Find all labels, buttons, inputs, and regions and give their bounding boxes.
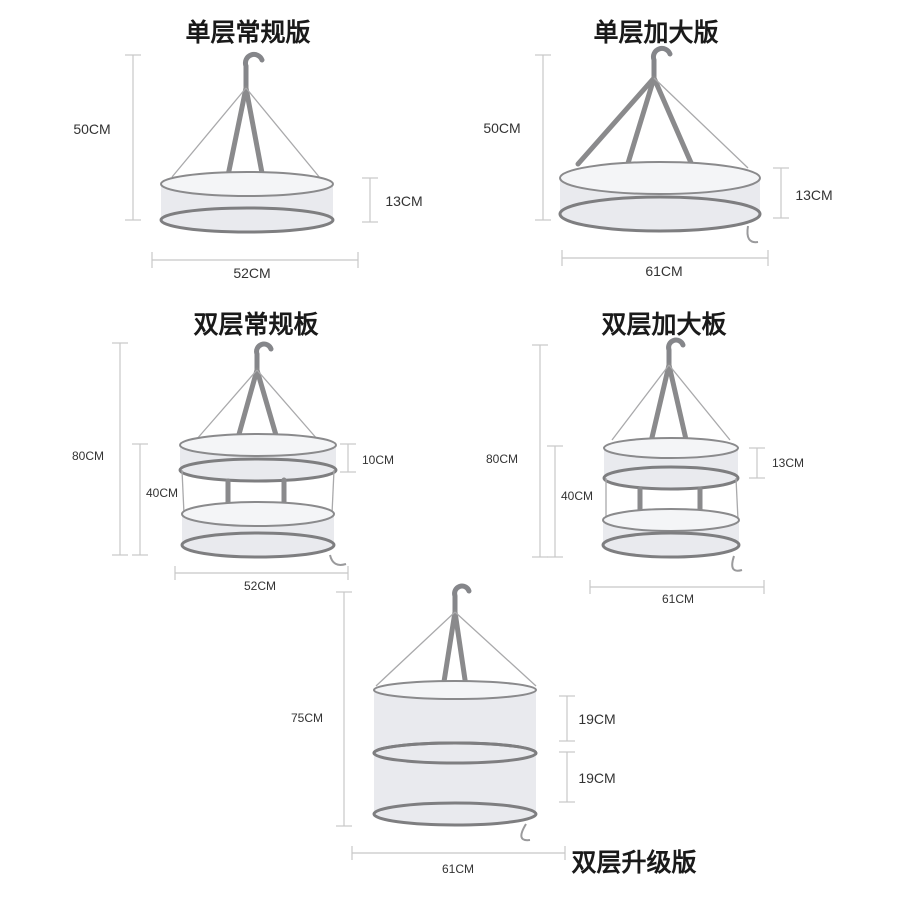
product-single-large: 单层加大版 50CM 13CM 61CM <box>483 18 832 279</box>
height-label: 80CM <box>486 452 518 466</box>
product-title: 单层常规版 <box>185 18 310 47</box>
hook-icon <box>242 51 265 91</box>
width-label: 52CM <box>244 579 276 593</box>
hook-icon <box>452 583 472 615</box>
inner-height-label: 40CM <box>146 486 178 500</box>
drying-rack-illustration <box>178 341 347 566</box>
drying-rack-illustration <box>159 51 335 234</box>
drying-rack-illustration <box>558 45 762 244</box>
product-double-upgraded: 75CM 19CM 19CM 61CM 双层升级版 <box>291 583 697 877</box>
hook-icon <box>650 45 673 81</box>
tier2-height-label: 19CM <box>578 770 615 786</box>
product-single-standard: 单层常规版 50CM 13CM 52CM <box>73 18 422 281</box>
width-label: 61CM <box>442 862 474 876</box>
drying-rack-illustration <box>601 337 743 572</box>
height-label: 50CM <box>483 120 520 136</box>
tier-height-label: 19CM <box>578 711 615 727</box>
tier-height-label: 13CM <box>795 187 832 203</box>
tier-height-label: 13CM <box>385 193 422 209</box>
product-double-large: 双层加大板 80CM 40CM 1 <box>486 310 804 606</box>
width-label: 52CM <box>233 265 270 281</box>
tier-height-label: 10CM <box>362 453 394 467</box>
product-title: 双层升级版 <box>571 848 696 877</box>
product-title: 单层加大版 <box>593 18 718 47</box>
inner-height-label: 40CM <box>561 489 593 503</box>
hook-icon <box>666 337 686 368</box>
height-label: 50CM <box>73 121 110 137</box>
product-double-standard: 双层常规板 80CM 40CM <box>72 310 394 593</box>
width-label: 61CM <box>662 592 694 606</box>
height-label: 75CM <box>291 711 323 725</box>
tier-height-label: 13CM <box>772 456 804 470</box>
product-title: 双层加大板 <box>601 310 726 339</box>
width-label: 61CM <box>645 263 682 279</box>
hook-icon <box>254 341 274 373</box>
product-title: 双层常规板 <box>193 310 318 339</box>
height-label: 80CM <box>72 449 104 463</box>
drying-rack-illustration <box>372 583 538 842</box>
